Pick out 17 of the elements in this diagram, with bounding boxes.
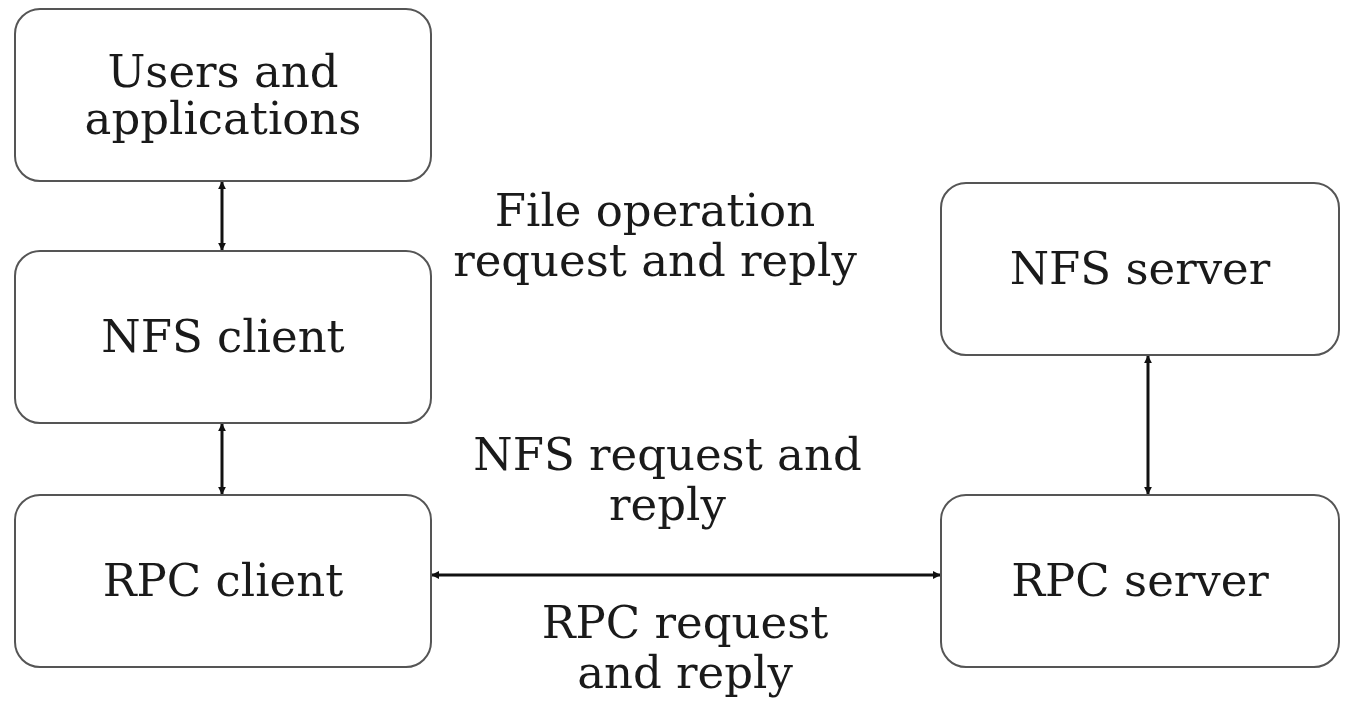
process-box bbox=[14, 8, 432, 182]
annotation-text: NFS request and reply bbox=[472, 430, 863, 529]
double-arrow bbox=[1144, 355, 1152, 495]
process-box bbox=[14, 494, 432, 668]
process-box bbox=[14, 250, 432, 424]
box-label: Users and applications bbox=[83, 47, 363, 143]
double-arrow bbox=[218, 181, 226, 251]
double-arrow bbox=[218, 423, 226, 495]
box-label: RPC client bbox=[102, 557, 344, 605]
process-box bbox=[940, 494, 1340, 668]
process-box bbox=[940, 182, 1340, 356]
annotation-text: RPC request and reply bbox=[540, 598, 830, 697]
double-arrow bbox=[431, 571, 941, 579]
annotation-text: File operation request and reply bbox=[452, 186, 858, 285]
box-label: NFS client bbox=[101, 313, 345, 361]
box-label: RPC server bbox=[1011, 557, 1269, 605]
box-label: NFS server bbox=[1009, 245, 1271, 293]
